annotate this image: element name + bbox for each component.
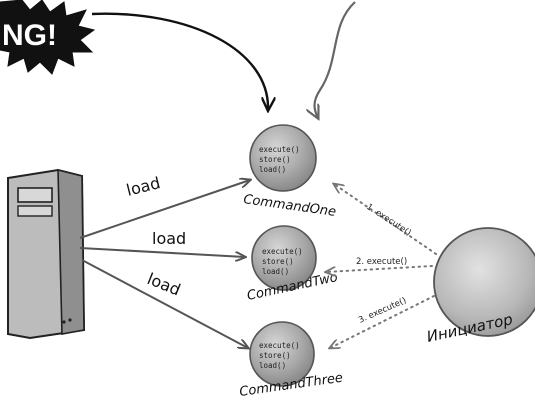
invoker: Инициатор [425,227,535,346]
load-arrow-three [81,259,248,348]
invoker-arrow-one [334,184,437,255]
command-one-method-2: store() [259,155,291,164]
bang-burst: NG! [0,0,96,75]
command-three-method-2: store() [259,351,291,360]
server-tower-icon [7,168,86,340]
load-label-one: load [124,173,162,200]
invoker-call-one: 1. execute() [364,202,412,238]
load-label-two: load [152,229,186,248]
command-one-method-3: load() [259,165,286,174]
command-one-method-1: execute() [259,145,300,154]
command-three-method-3: load() [259,361,286,370]
invoker-arrow-two [326,265,433,272]
top-gray-arrow [315,1,356,118]
load-label-three: load [145,269,184,299]
invoker-arrow-three [330,295,435,348]
bang-text: NG! [2,19,57,52]
command-three: execute() store() load() CommandThree [238,321,344,400]
command-one: execute() store() load() CommandOne [242,124,337,220]
command-two-method-2: store() [262,257,294,266]
burst-arrow [91,12,268,110]
command-two-method-1: execute() [262,247,303,256]
load-arrow-two [79,247,245,257]
command-two-method-3: load() [262,267,289,276]
invoker-call-two: 2. execute() [356,257,407,267]
command-two: execute() store() load() CommandTwo [246,225,339,304]
load-arrow-one [79,180,250,239]
command-three-method-1: execute() [259,341,300,350]
command-one-label: CommandOne [242,192,336,220]
invoker-call-three: 3. execute() [357,296,408,326]
